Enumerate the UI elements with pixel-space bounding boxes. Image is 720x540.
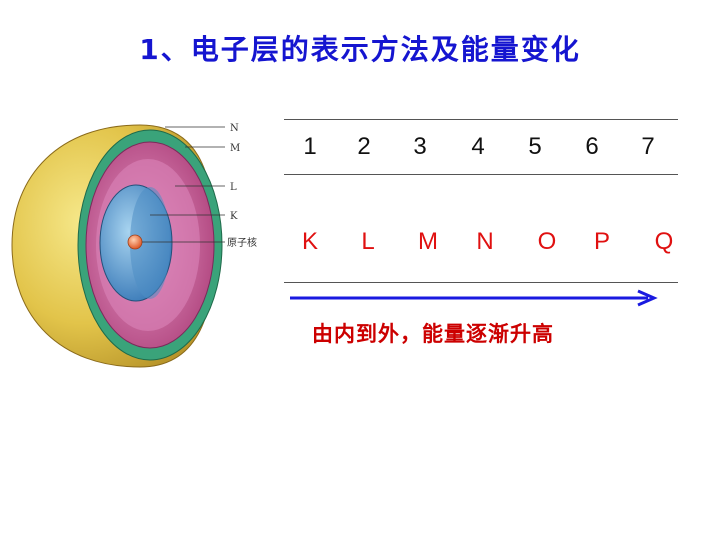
shell-number: 3 bbox=[413, 133, 427, 160]
label-k: K bbox=[230, 211, 238, 222]
shell-letter: K bbox=[301, 228, 318, 255]
page-title: 1、电子层的表示方法及能量变化 bbox=[139, 33, 581, 66]
nucleus bbox=[127, 234, 143, 250]
shell-letter: M bbox=[418, 228, 438, 255]
label-m: M bbox=[230, 143, 240, 154]
shell-number: 5 bbox=[528, 133, 542, 160]
shell-table: 1 2 3 4 5 6 7 K L M N O P Q bbox=[284, 119, 678, 284]
atom-shell-diagram: N M L K 原子核 bbox=[11, 123, 257, 368]
shell-letter: L bbox=[361, 228, 375, 255]
table-top-rule bbox=[284, 119, 678, 120]
shell-letter: N bbox=[476, 228, 494, 255]
table-bottom-rule bbox=[284, 282, 678, 283]
shell-letter: Q bbox=[654, 228, 674, 255]
shell-letter: P bbox=[593, 228, 610, 255]
table-middle-rule bbox=[284, 174, 678, 175]
shell-number: 4 bbox=[471, 133, 485, 160]
shell-number: 2 bbox=[357, 133, 371, 160]
shell-letter: O bbox=[537, 228, 557, 255]
shell-number: 6 bbox=[585, 133, 599, 160]
label-nucleus: 原子核 bbox=[227, 236, 257, 249]
label-n: N bbox=[230, 123, 239, 134]
energy-arrow bbox=[290, 289, 658, 307]
energy-caption: 由内到外，能量逐渐升高 bbox=[312, 322, 554, 346]
shell-number: 7 bbox=[641, 133, 655, 160]
label-l: L bbox=[230, 182, 237, 193]
shell-number: 1 bbox=[303, 133, 317, 160]
